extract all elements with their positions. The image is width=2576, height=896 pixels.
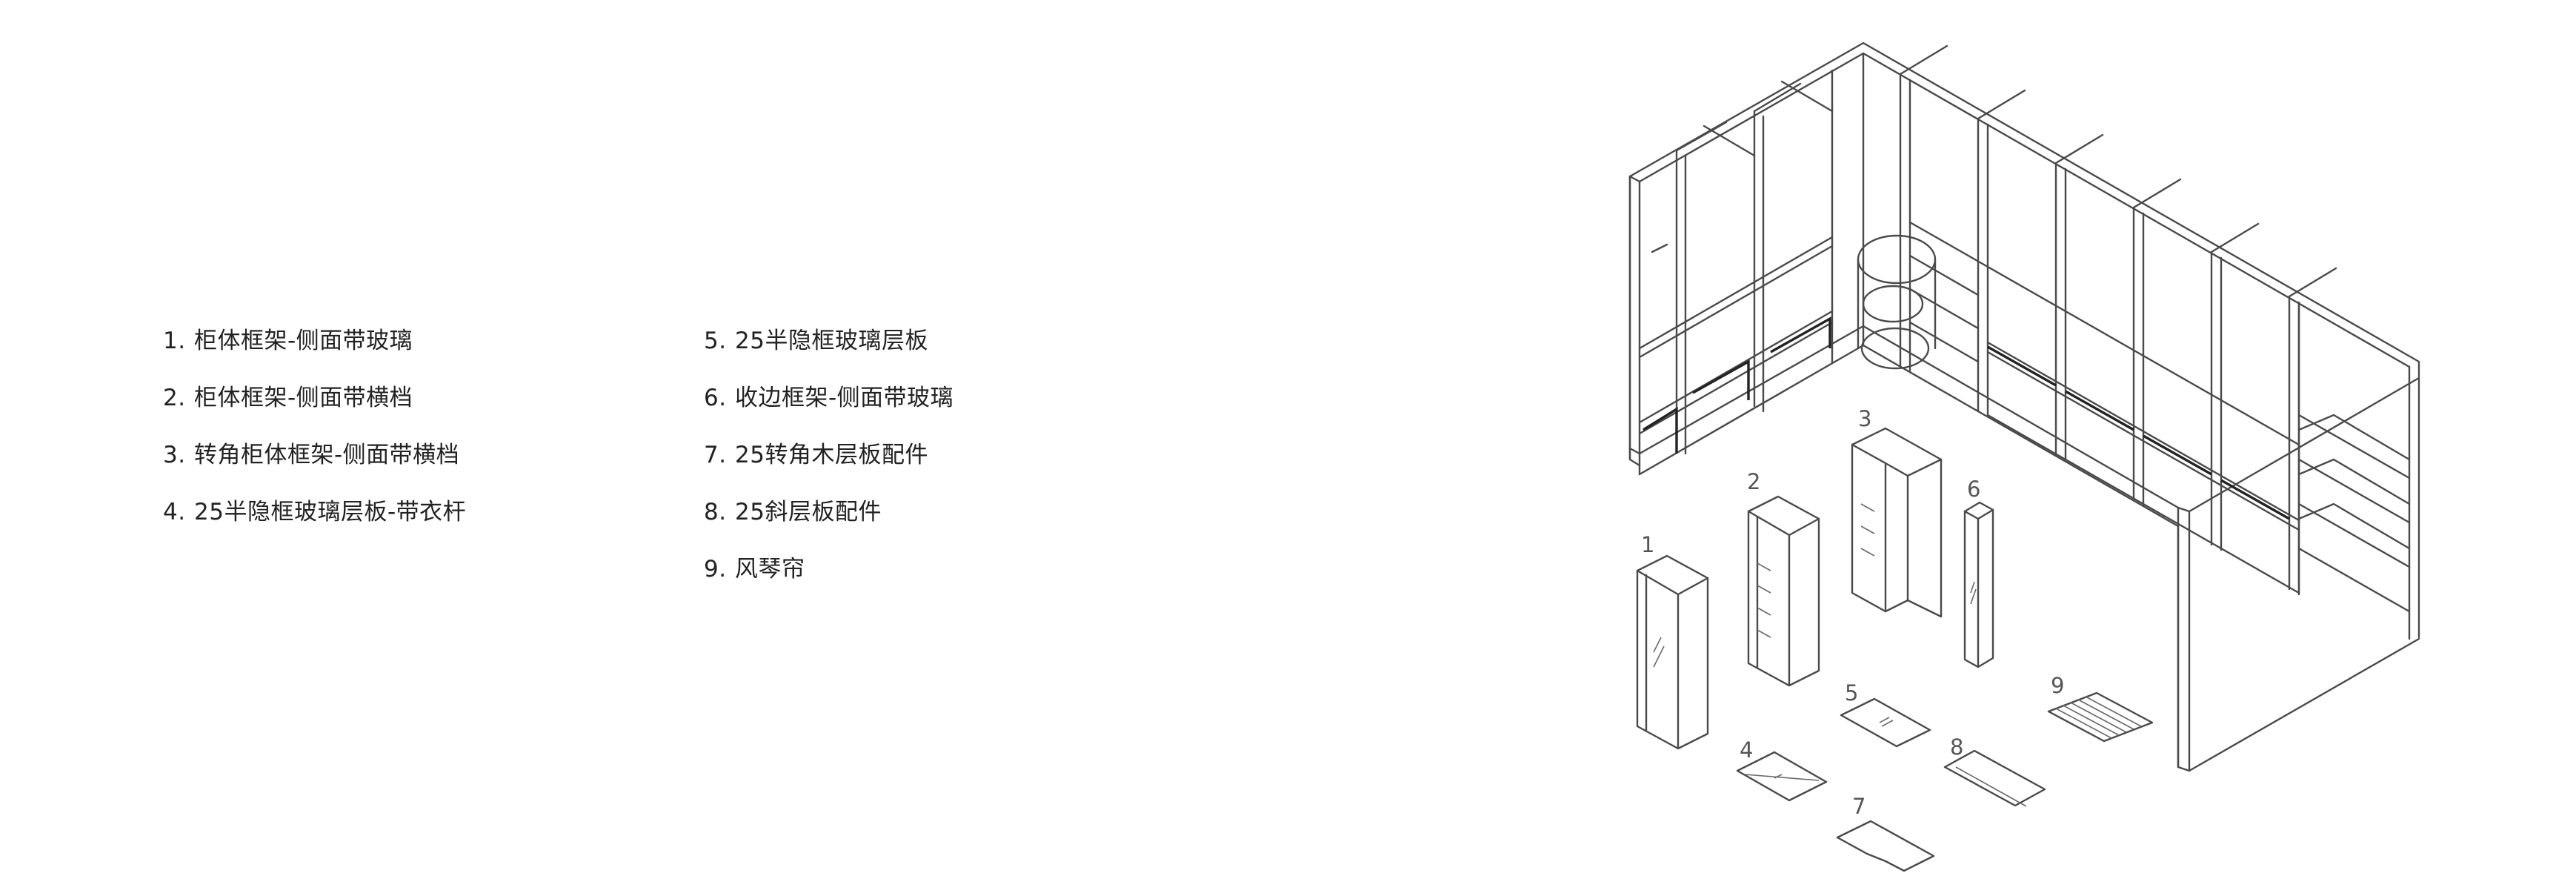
part-8-slanted-shelf-fitting bbox=[1943, 749, 2046, 807]
legend-column-1: 1.柜体框架-侧面带玻璃 2.柜体框架-侧面带横档 3.转角柜体框架-侧面带横档… bbox=[163, 326, 466, 554]
legend-item-3: 3.转角柜体框架-侧面带横档 bbox=[163, 442, 460, 468]
legend-item-9: 9.风琴帘 bbox=[704, 556, 805, 583]
part-label-2: 2 bbox=[1747, 469, 1760, 494]
legend-item-7: 7.25转角木层板配件 bbox=[704, 442, 928, 468]
legend-item-8: 8.25斜层板配件 bbox=[704, 499, 882, 525]
part-label-4: 4 bbox=[1740, 737, 1753, 763]
part-label-8: 8 bbox=[1950, 734, 1963, 760]
legend-item-1: 1.柜体框架-侧面带玻璃 bbox=[163, 328, 413, 354]
part-5-glass-shelf bbox=[1840, 697, 1931, 748]
part-4-glass-shelf-with-rod bbox=[1736, 751, 1828, 802]
part-2-frame-with-crossbars bbox=[1747, 495, 1820, 687]
part-label-5: 5 bbox=[1845, 680, 1858, 706]
legend-item-5: 5.25半隐框玻璃层板 bbox=[704, 328, 928, 354]
part-label-7: 7 bbox=[1852, 794, 1866, 819]
part-6-edging-frame bbox=[1963, 501, 1994, 668]
part-7-corner-shelf-fitting bbox=[1836, 820, 1935, 872]
part-label-1: 1 bbox=[1641, 532, 1654, 557]
legend-item-6: 6.收边框架-侧面带玻璃 bbox=[704, 385, 954, 411]
part-1-frame-with-glass bbox=[1636, 554, 1709, 750]
part-label-3: 3 bbox=[1858, 406, 1871, 431]
legend-item-4: 4.25半隐框玻璃层板-带衣杆 bbox=[163, 499, 467, 525]
part-label-9: 9 bbox=[2051, 673, 2064, 698]
part-label-6: 6 bbox=[1967, 477, 1980, 502]
legend-column-2: 5.25半隐框玻璃层板 6.收边框架-侧面带玻璃 7.25转角木层板配件 8.2… bbox=[704, 326, 953, 611]
part-3-corner-frame bbox=[1851, 427, 1943, 618]
legend-item-2: 2.柜体框架-侧面带横档 bbox=[163, 385, 413, 411]
assembled-wardrobe bbox=[1628, 42, 2420, 772]
part-9-pleated-blind bbox=[2047, 691, 2154, 743]
